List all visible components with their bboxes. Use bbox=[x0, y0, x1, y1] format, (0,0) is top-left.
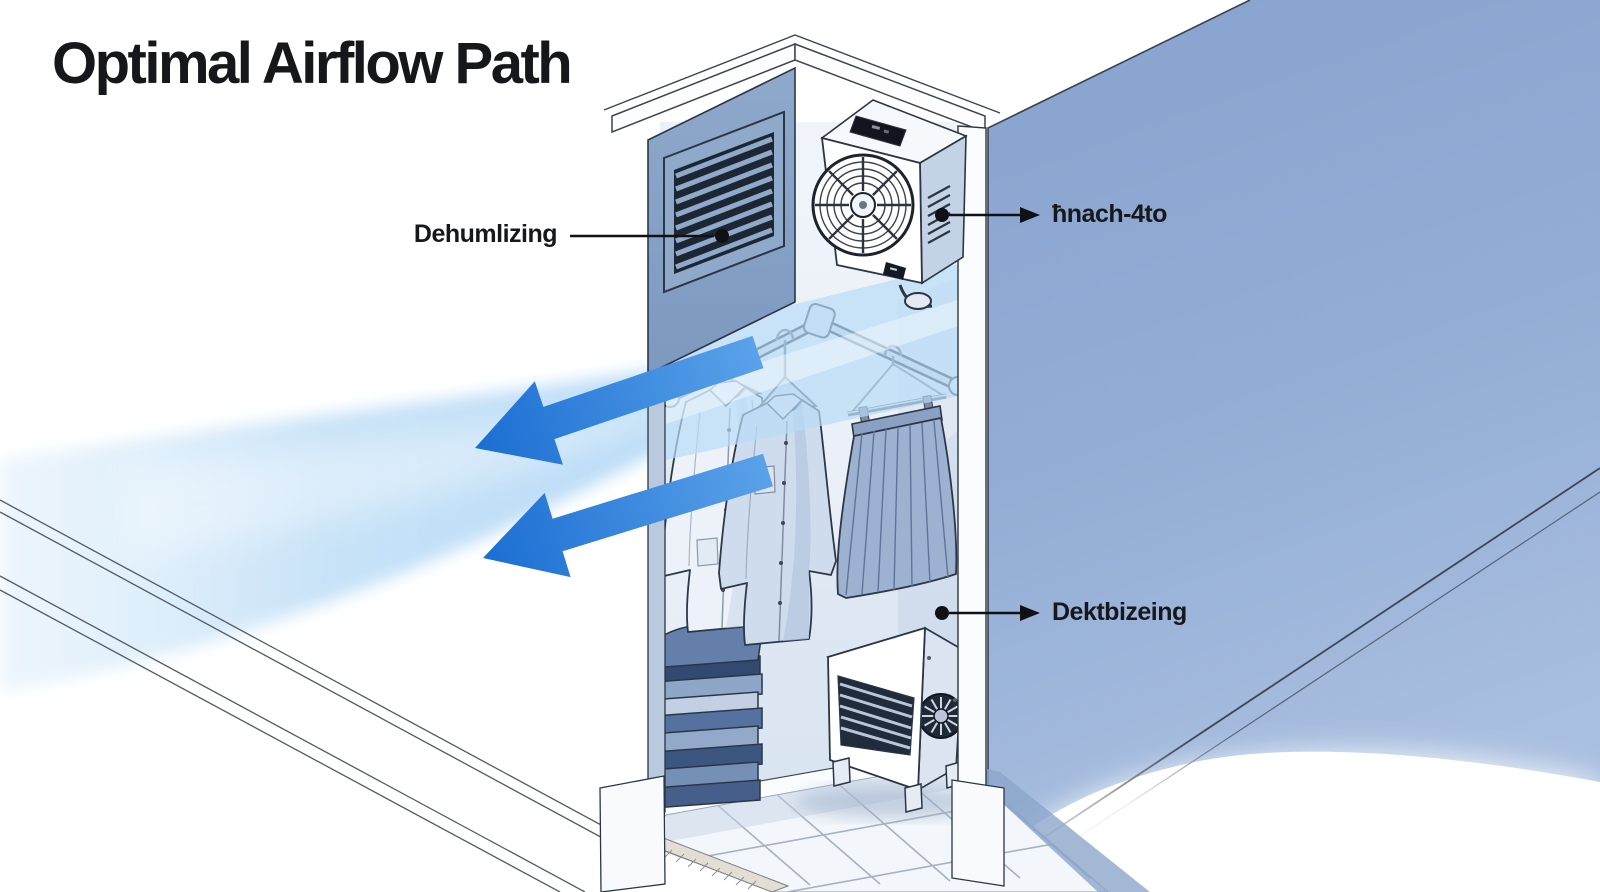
right-wall-edge bbox=[987, 0, 1251, 868]
right-baseboard-block bbox=[951, 779, 1005, 887]
shirt-shading bbox=[783, 400, 811, 641]
dehumidifier-louver-grille bbox=[837, 675, 915, 756]
label-drying-unit: Dektbizeing bbox=[1052, 598, 1187, 626]
folded-towels-stack bbox=[649, 624, 763, 809]
left-baseboard-block bbox=[599, 775, 666, 892]
left-stile bbox=[647, 364, 666, 822]
skirt-body bbox=[836, 416, 958, 599]
dehumidifying-anchor-dot bbox=[715, 229, 729, 243]
intake-arrowhead bbox=[1020, 207, 1040, 223]
dehumidifier-shadow bbox=[795, 786, 985, 818]
interior-airflow-band bbox=[666, 264, 958, 460]
dehumidifier-foot-left bbox=[832, 757, 851, 787]
closet-cornice bbox=[603, 34, 1001, 134]
callout-leaders bbox=[570, 207, 1040, 621]
airflow-arrow-lower bbox=[483, 453, 773, 578]
vent-header-panel bbox=[647, 66, 796, 376]
shirt-pocket bbox=[696, 537, 719, 567]
skirt-pleats bbox=[845, 420, 949, 596]
interior-airflow-streak bbox=[666, 300, 958, 424]
dehumidifying-leader bbox=[570, 229, 729, 243]
label-intake-unit: ħnach-4to bbox=[1052, 200, 1167, 228]
tile-shadow-wall bbox=[958, 762, 1150, 892]
drying-arrowhead bbox=[1020, 605, 1040, 621]
fan-unit-label-chip bbox=[883, 262, 906, 280]
drying-anchor-dot bbox=[935, 606, 949, 620]
page-title: Optimal Airflow Path bbox=[52, 31, 573, 96]
fan-grille bbox=[811, 153, 915, 257]
right-wall bbox=[960, 0, 1600, 892]
fan-unit-display bbox=[849, 115, 907, 147]
bracket-roller bbox=[904, 292, 932, 310]
airflow-arrow-upper bbox=[475, 335, 764, 465]
dehumidifier-unit bbox=[825, 626, 965, 813]
airflow-arrows bbox=[475, 335, 773, 578]
drying-leader bbox=[935, 605, 1040, 621]
vent-grille bbox=[663, 110, 785, 294]
wall-bottom-fade bbox=[988, 755, 1600, 892]
floor-edge-lines bbox=[0, 499, 641, 892]
right-wall-surface bbox=[988, 0, 1600, 868]
intake-anchor-dot bbox=[935, 208, 949, 222]
label-dehumidifying: Dehumlizing bbox=[413, 220, 558, 248]
dehumidifier-foot-right bbox=[904, 783, 923, 813]
intake-leader bbox=[935, 207, 1040, 223]
